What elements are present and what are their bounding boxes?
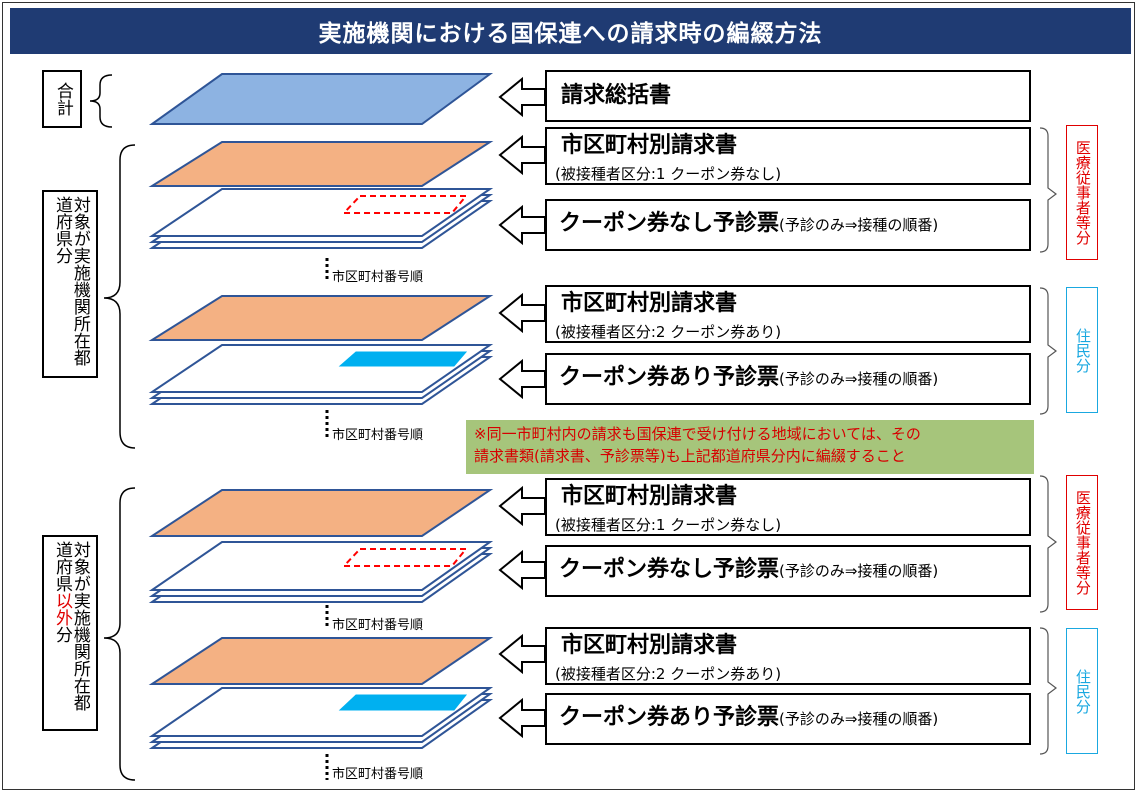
bill-sheet-a1 (148, 141, 494, 187)
bracket-medical-1 (1039, 127, 1057, 253)
bill-box-b2: 市区町村別請求書 (被接種者区分:2 クーポン券あり) (545, 627, 1031, 685)
note-box: ※同一市町村内の請求も国保連で受け付ける地域においては、その 請求書類(請求書、… (466, 420, 1034, 474)
form-line-a1: クーポン券なし予診票(予診のみ⇒接種の順番) (559, 213, 938, 235)
bill-label-a1: 市区町村別請求書 (561, 133, 738, 158)
form-main-a1: クーポン券なし予診票 (559, 211, 780, 236)
bracket-medical-2 (1039, 475, 1057, 613)
brace-out (103, 487, 136, 781)
no-coupon-mark-a (341, 195, 469, 214)
tag-medical-a: 医療従事者等分 (1066, 125, 1098, 260)
bill-sheet-b1 (148, 489, 494, 537)
in-prefecture-label-box: 対象が実施機関所在都道府県分 (42, 190, 98, 378)
arrow-bill-b2 (498, 633, 546, 675)
bracket-resident-2 (1039, 627, 1057, 755)
out-suffix: 分 (52, 626, 72, 643)
tag-resident-b: 住民分 (1066, 628, 1098, 754)
bill-box-b1: 市区町村別請求書 (被接種者区分:1 クーポン券なし) (545, 478, 1031, 536)
bill-label-a2: 市区町村別請求書 (561, 291, 738, 316)
form-sub-b2: (予診のみ⇒接種の順番) (779, 710, 939, 728)
tag-resident-a: 住民分 (1066, 287, 1098, 413)
tag-medical-a-text: 医療従事者等分 (1073, 140, 1092, 245)
tag-resident-a-text: 住民分 (1073, 327, 1092, 373)
bill-box-a2: 市区町村別請求書 (被接種者区分:2 クーポン券あり) (545, 285, 1031, 343)
bill-sub-a2: (被接種者区分:2 クーポン券あり) (555, 323, 782, 341)
note-line-2: 請求書類(請求書、予診票等)も上記都道府県分内に編綴すること (474, 447, 906, 465)
form-box-a1: クーポン券なし予診票(予診のみ⇒接種の順番) (545, 199, 1031, 251)
stack-b1-1 (148, 541, 494, 591)
total-label-box: 合計 (42, 70, 82, 128)
arrow-form-a1 (498, 204, 546, 246)
form-line-b2: クーポン券あり予診票(予診のみ⇒接種の順番) (559, 707, 938, 729)
form-main-a2: クーポン券あり予診票 (559, 365, 780, 390)
brace-total (89, 74, 113, 128)
out-red: 以外 (52, 592, 72, 626)
stack-a1-1 (148, 188, 494, 237)
total-label: 合計 (52, 82, 73, 116)
form-sub-a2: (予診のみ⇒接種の順番) (779, 370, 939, 388)
arrow-bill-a1 (498, 134, 546, 176)
arrow-bill-a2 (498, 292, 546, 334)
bill-sub-b2: (被接種者区分:2 クーポン券あり) (555, 665, 782, 683)
bill-box-a1: 市区町村別請求書 (被接種者区分:1 クーポン券なし) (545, 127, 1031, 185)
arrow-summary (498, 76, 546, 118)
form-box-b1: クーポン券なし予診票(予診のみ⇒接種の順番) (545, 545, 1031, 597)
coupon-mark-a (338, 351, 468, 367)
form-sub-a1: (予診のみ⇒接種の順番) (779, 216, 939, 234)
order-label-a1: 市区町村番号順 (332, 270, 424, 285)
bill-sub-b1: (被接種者区分:1 クーポン券なし) (555, 516, 782, 534)
summary-sheet (148, 73, 494, 125)
bill-label-b1: 市区町村別請求書 (561, 484, 738, 509)
bill-sub-a1: (被接種者区分:1 クーポン券なし) (555, 165, 782, 183)
arrow-form-b1 (498, 549, 546, 591)
form-box-a2: クーポン券あり予診票(予診のみ⇒接種の順番) (545, 353, 1031, 405)
in-prefecture-label: 対象が実施機関所在都道府県分 (52, 196, 90, 366)
order-label-b2: 市区町村番号順 (332, 767, 424, 782)
bracket-resident-1 (1039, 287, 1057, 415)
out-prefecture-label-box: 対象が実施機関所在都道府県以外分 (42, 535, 98, 731)
order-label-b1: 市区町村番号順 (332, 618, 424, 633)
no-coupon-mark-b (341, 548, 469, 567)
summary-box: 請求総括書 (545, 70, 1031, 122)
coupon-mark-b (338, 694, 468, 711)
form-box-b2: クーポン券あり予診票(予診のみ⇒接種の順番) (545, 693, 1031, 745)
arrow-bill-b1 (498, 485, 546, 527)
form-line-b1: クーポン券なし予診票(予診のみ⇒接種の順番) (559, 559, 938, 581)
bill-label-b2: 市区町村別請求書 (561, 633, 738, 658)
form-line-a2: クーポン券あり予診票(予診のみ⇒接種の順番) (559, 367, 938, 389)
note-line-1: ※同一市町村内の請求も国保連で受け付ける地域においては、その (474, 425, 921, 443)
page-title: 実施機関における国保連への請求時の編綴方法 (10, 8, 1131, 54)
form-main-b2: クーポン券あり予診票 (559, 705, 780, 730)
arrow-form-b2 (498, 697, 546, 739)
tag-medical-b-text: 医療従事者等分 (1073, 490, 1092, 595)
arrow-form-a2 (498, 358, 546, 400)
out-prefix: 対象が実施機関所在都道府県 (52, 541, 90, 711)
bill-sheet-b2 (148, 637, 494, 685)
form-sub-b1: (予診のみ⇒接種の順番) (779, 562, 939, 580)
bill-sheet-a2 (148, 295, 494, 341)
order-label-a2: 市区町村番号順 (332, 428, 424, 443)
form-main-b1: クーポン券なし予診票 (559, 557, 780, 582)
tag-medical-b: 医療従事者等分 (1066, 475, 1098, 610)
tag-resident-b-text: 住民分 (1073, 668, 1092, 714)
out-prefecture-label: 対象が実施機関所在都道府県以外分 (52, 541, 90, 725)
brace-in (103, 144, 136, 449)
summary-label: 請求総括書 (561, 83, 672, 108)
